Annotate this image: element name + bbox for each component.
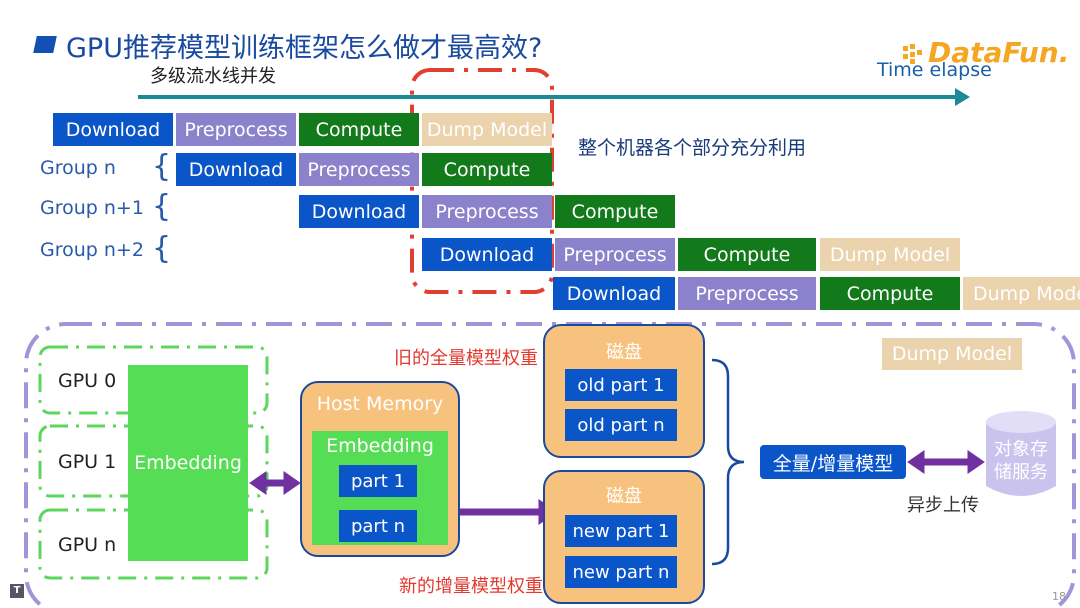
group-n2-label: Group n+2 [40,239,144,261]
row1-download: Download [176,153,296,186]
row2-download: Download [299,195,419,228]
row0-download: Download [53,113,173,146]
row0-compute: Compute [299,113,419,146]
group-n1-label: Group n+1 [40,197,144,219]
model-box: 全量/增量模型 [760,445,906,479]
row3-download: Download [422,238,552,271]
row4-preprocess: Preprocess [678,277,816,310]
disk-new-title: 磁盘 [606,486,642,507]
disk-brace [711,358,745,566]
subtitle: 多级流水线并发 [150,66,276,87]
highlight-frame [410,68,554,294]
disk-old-title: 磁盘 [606,342,642,363]
gpu-frame-1 [38,424,269,498]
gpu-embedding-block: Embedding [128,365,248,561]
page-number: 18 [1052,590,1066,603]
logo-dots [903,44,929,66]
old-part-n: old part n [565,409,677,441]
new-weights-label: 新的增量模型权重 [399,576,543,597]
group-n2-brace: { [152,231,172,266]
row2-preprocess: Preprocess [422,195,552,228]
host-memory-box: Host Memory Embedding part 1 part n [300,381,460,557]
row2-compute: Compute [555,195,675,228]
host-memory-title: Host Memory [316,393,444,415]
new-part-n: new part n [565,556,677,588]
row4-download: Download [553,277,675,310]
disk-old: 磁盘 old part 1 old part n [543,324,705,458]
gpu-frame-n [38,508,269,580]
time-elapse-label: Time elapse [877,59,992,81]
row0-preprocess: Preprocess [176,113,296,146]
footer-logo-icon: T [10,584,24,598]
utilization-note: 整个机器各个部分充分利用 [578,137,807,159]
old-weights-label: 旧的全量模型权重 [394,348,538,369]
row3-compute: Compute [678,238,816,271]
host-part-1: part 1 [339,465,417,497]
row4-compute: Compute [820,277,960,310]
old-part-1: old part 1 [565,369,677,401]
host-embedding-box: Embedding part 1 part n [312,431,448,545]
host-embedding-label: Embedding [326,435,434,457]
group-n-brace: { [152,149,172,184]
new-part-1: new part 1 [565,515,677,547]
storage-label: 对象存储服务 [994,439,1048,483]
page-title: GPU推荐模型训练框架怎么做才最高效? [66,33,543,64]
row4-dump-model: Dump Model [963,277,1080,310]
group-n-label: Group n [40,157,116,179]
row3-dump-model: Dump Model [820,238,960,271]
group-n1-brace: { [152,189,172,224]
gpu-1-label: GPU 1 [58,451,117,473]
host-part-n: part n [339,510,417,542]
gpu-0-label: GPU 0 [58,370,117,392]
system-frame [24,322,1076,608]
logo: DataFun. [928,36,1070,69]
row1-compute: Compute [422,153,552,186]
gpu-n-label: GPU n [58,534,117,556]
dump-model-tag: Dump Model [882,338,1022,370]
disk-new: 磁盘 new part 1 new part n [543,470,705,604]
row3-preprocess: Preprocess [555,238,675,271]
row1-preprocess: Preprocess [299,153,419,186]
async-upload-label: 异步上传 [907,495,979,516]
row0-dump-model: Dump Model [422,113,552,146]
storage-cylinder [986,411,1056,496]
